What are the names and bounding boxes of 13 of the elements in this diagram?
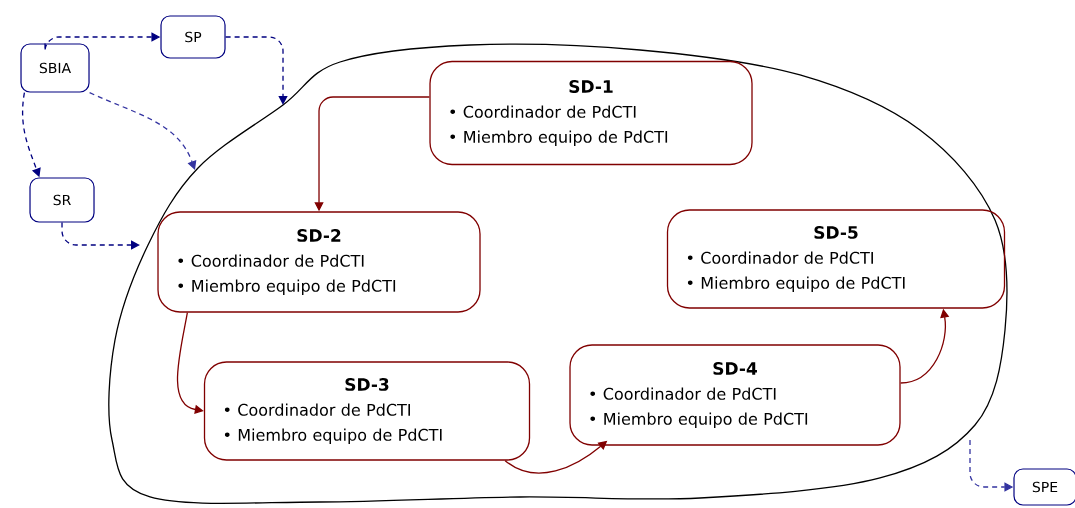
arrow [224,36,288,105]
boundary-outline [108,43,1008,504]
group-box: SD-5 • Coordinador de PdCTI • Miembro equipo de PdCTI [666,209,1006,309]
group-box: SD-4 • Coordinador de PdCTI • Miembro equipo de PdCTI [569,344,901,446]
label-box: SBIA [20,43,90,93]
label-box: SR [29,177,95,223]
group-box: SD-1 • Coordinador de PdCTI • Miembro equipo de PdCTI [429,60,753,166]
group-box: SD-2 • Coordinador de PdCTI • Miembro equipo de PdCTI [157,211,481,313]
label-box: SP [160,15,226,59]
arrow [88,91,197,170]
arrow [61,221,140,250]
group-box: SD-3 • Coordinador de PdCTI • Miembro equipo de PdCTI [203,361,531,461]
label-box: SPE [1013,468,1075,506]
